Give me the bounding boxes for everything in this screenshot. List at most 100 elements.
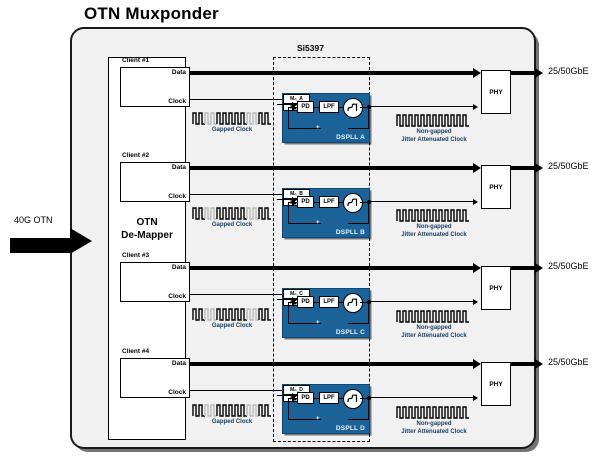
clean-clock-arrow-icon [473, 298, 478, 305]
nongapped-clock-label: Non-gapped Jitter Attenuated Clock [386, 420, 482, 436]
gapped-clock-path-line [190, 390, 286, 392]
clean-clock-path-line [368, 106, 475, 108]
dspll-name-label: DSPLL B [335, 229, 365, 236]
dspll-fb-arrow-icon [292, 199, 297, 206]
clean-clock-arrow-icon [473, 198, 478, 205]
loop-filter-block: LPF [319, 392, 339, 404]
phy-block: PHY [481, 70, 511, 114]
page-title: OTN Muxponder [84, 4, 219, 23]
pd-to-lpf-wire [314, 107, 319, 108]
m-divider-numerator: Mₙ_B [290, 191, 303, 197]
client-clock-port-label: Clock [168, 389, 186, 396]
clean-clock-path-line [368, 397, 475, 399]
gapped-clock-waveform [192, 306, 272, 326]
output-rate-label: 25/50GbE [548, 66, 589, 76]
dspll-feedback-wire-h [288, 128, 321, 129]
client-data-port-label: Data [171, 360, 186, 367]
nongapped-clock-icon [396, 406, 469, 419]
phy-output-line [511, 166, 538, 170]
gapped-clock-icon [192, 112, 271, 125]
nongapped-label-line2: Jitter Attenuated Clock [401, 429, 467, 435]
m-divider-numerator: Mₙ_C [290, 291, 303, 297]
data-path-line [190, 71, 475, 75]
gapped-clock-label: Gapped Clock [211, 419, 253, 425]
dspll-feedback-wire-v [288, 302, 289, 324]
clean-clock-arrow-icon [473, 394, 478, 401]
phy-output-arrow-icon [535, 359, 543, 369]
nongapped-label-line1: Non-gapped [416, 325, 452, 331]
nongapped-clock-label: Non-gapped Jitter Attenuated Clock [386, 324, 482, 340]
gapped-clock-label: Gapped Clock [211, 323, 253, 329]
client-port-block: Data Clock [120, 358, 190, 398]
pd-to-lpf-wire [314, 302, 319, 303]
client-label: Client #3 [122, 252, 150, 259]
nongapped-clock-icon [396, 209, 469, 222]
phy-output-line [511, 266, 538, 270]
client-clock-port-label: Clock [168, 98, 186, 105]
lpf-to-nco-wire [339, 302, 344, 303]
nongapped-clock-waveform [396, 112, 472, 132]
client-label: Client #1 [122, 57, 150, 64]
divider-plus-label: + [316, 320, 320, 326]
client-data-port-label: Data [171, 264, 186, 271]
phy-block: PHY [481, 165, 511, 209]
input-arrow-shaft [10, 238, 72, 253]
dspll-block: PD LPF + Mₙ_C Mₔ_C DSPLL C [277, 288, 371, 338]
nco-output-wire [360, 202, 369, 203]
nco-feedback-wire-v [368, 302, 369, 323]
gapped-clock-path-line [190, 294, 286, 296]
gapped-clock-label: Gapped Clock [211, 222, 253, 228]
nco-feedback-wire-h [348, 323, 369, 324]
gapped-clock-icon [192, 207, 271, 220]
phy-output-line [511, 71, 538, 75]
dspll-feedback-wire-v [288, 202, 289, 224]
lpf-to-nco-wire [339, 398, 344, 399]
client-clock-port-label: Clock [168, 293, 186, 300]
data-path-line [190, 266, 475, 270]
client-data-port-label: Data [171, 164, 186, 171]
pd-to-lpf-wire [314, 202, 319, 203]
pd-to-lpf-wire [314, 398, 319, 399]
nco-feedback-wire-h [348, 128, 369, 129]
m-divider-numerator: Mₙ_D [290, 387, 303, 393]
clean-clock-path-line [368, 201, 475, 203]
input-signal-label: 40G OTN [14, 215, 53, 225]
nongapped-clock-waveform [396, 207, 472, 227]
phy-block: PHY [481, 266, 511, 310]
dspll-name-label: DSPLL A [336, 134, 365, 141]
loop-filter-block: LPF [319, 296, 339, 308]
nongapped-clock-icon [396, 114, 469, 127]
otn-demapper-label: OTN De-Mapper [110, 216, 184, 242]
output-rate-label: 25/50GbE [548, 357, 589, 367]
nongapped-label-line2: Jitter Attenuated Clock [401, 333, 467, 339]
divider-plus-label: + [316, 125, 320, 131]
phy-output-arrow-icon [535, 68, 543, 78]
loop-filter-block: LPF [319, 101, 339, 113]
input-arrow-head-icon [70, 228, 92, 254]
phy-output-line [511, 362, 538, 366]
nongapped-label-line1: Non-gapped [416, 129, 452, 135]
gapped-clock-waveform [192, 402, 272, 422]
nco-feedback-wire-h [348, 223, 369, 224]
data-path-line [190, 362, 475, 366]
phase-detector-block: PD [297, 392, 314, 404]
nongapped-label-line2: Jitter Attenuated Clock [401, 232, 467, 238]
demapper-label-line2: De-Mapper [121, 230, 173, 241]
nco-vco-icon [343, 98, 363, 118]
si5397-boundary [273, 57, 370, 442]
m-divider-numerator: Mₙ_A [290, 96, 303, 102]
dspll-name-label: DSPLL D [335, 425, 365, 432]
data-path-arrow-icon [473, 359, 481, 369]
data-path-arrow-icon [473, 263, 481, 273]
data-path-arrow-icon [473, 68, 481, 78]
dspll-feedback-wire-h [288, 323, 321, 324]
nco-output-wire [360, 107, 369, 108]
lpf-to-nco-wire [339, 202, 344, 203]
nongapped-clock-waveform [396, 404, 472, 424]
dspll-block: PD LPF + Mₙ_A Mₔ_A DSPLL A [277, 93, 371, 143]
clean-clock-path-line [368, 301, 475, 303]
si5397-label: Si5397 [297, 43, 324, 53]
nongapped-clock-label: Non-gapped Jitter Attenuated Clock [386, 128, 482, 144]
client-data-port-label: Data [171, 69, 186, 76]
nco-feedback-wire-v [368, 107, 369, 128]
